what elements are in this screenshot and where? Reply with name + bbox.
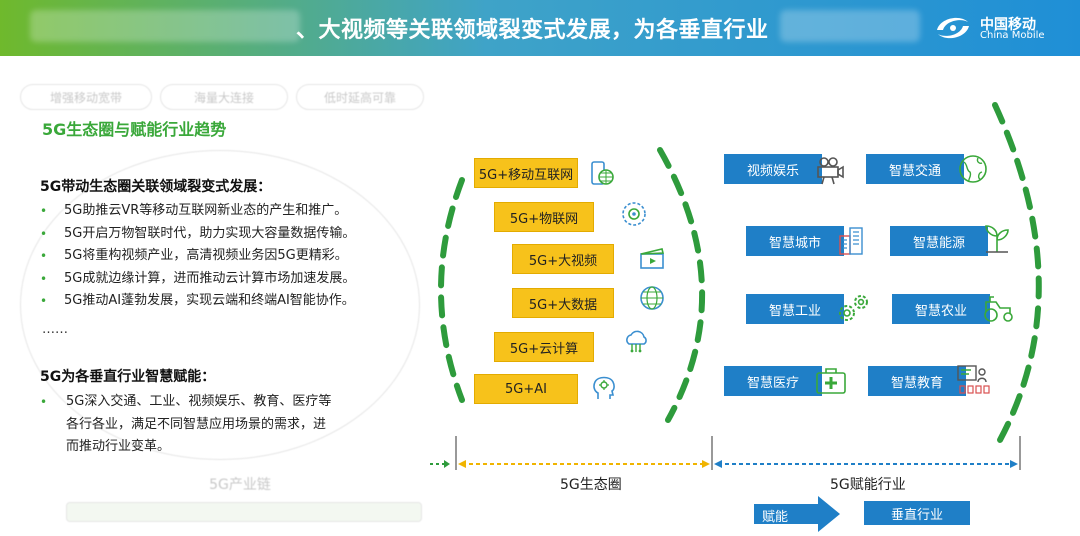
china-mobile-logo-icon: [937, 17, 969, 39]
ghost-tag: 增强移动宽带: [20, 84, 152, 110]
globe-transport-icon: [959, 155, 987, 183]
bullet-dot: •: [40, 395, 48, 409]
industry-smart-transport: 智慧交通: [866, 154, 964, 184]
ecosystem-heading: 5G带动生态圈关联领域裂变式发展：: [40, 179, 272, 195]
video-clapper-icon: [640, 248, 665, 269]
big-data-globe-icon: [640, 286, 664, 310]
ai-head-icon: [593, 376, 615, 399]
enable-label: 赋能: [762, 510, 789, 525]
eco-item-iot: 5G+物联网: [494, 202, 594, 232]
industry-span-right-arrow: [1010, 460, 1018, 468]
eco-item-big-data: 5G+大数据: [512, 288, 614, 318]
ecosystem-span-left-arrow: [458, 460, 466, 468]
ghost-chain-bar: [66, 502, 422, 522]
empowerment-paragraph: 5G深入交通、工业、视频娱乐、教育、医疗等各行各业，满足不同智慧应用场景的需求，…: [66, 394, 332, 454]
blurred-title-right: [780, 10, 920, 42]
industry-smart-city: 智慧城市: [746, 226, 844, 256]
gears-icon: [839, 295, 868, 321]
industry-smart-agriculture: 智慧农业: [892, 294, 990, 324]
camera-icon: [817, 157, 844, 185]
medical-kit-icon: [816, 368, 846, 394]
classroom-icon: [957, 365, 990, 394]
vertical-industry-box: 垂直行业: [864, 501, 970, 525]
industry-smart-energy: 智慧能源: [890, 226, 988, 256]
industry-outer-arc: [992, 102, 1042, 443]
header-banner: 、大视频等关联领域裂变式发展，为各垂直行业 中国移动 China Mobile: [0, 0, 1080, 56]
mobile-internet-icon: [591, 161, 614, 185]
ecosystem-bullets: •5G助推云VR等移动互联网新业态的产生和推广。 •5G开启万物智联时代，助力实…: [38, 200, 355, 313]
ecosystem-span-right-arrow: [702, 460, 710, 468]
industry-smart-education: 智慧教育: [868, 366, 966, 396]
page-title: 、大视频等关联领域裂变式发展，为各垂直行业: [296, 18, 769, 43]
industry-label: 5G赋能行业: [830, 477, 906, 493]
industry-video-entertainment: 视频娱乐: [724, 154, 822, 184]
ghost-tag: 低时延高可靠: [296, 84, 424, 110]
eco-item-ai: 5G+AI: [474, 374, 578, 404]
empowerment-heading: 5G为各垂直行业智慧赋能：: [40, 369, 216, 385]
lead-in-arrowhead: [444, 460, 450, 468]
section-title: 5G生态圈与赋能行业趋势: [42, 120, 227, 139]
blurred-title-left: [30, 10, 300, 42]
ecosystem-right-arc: [657, 147, 705, 423]
tractor-icon: [984, 296, 1013, 322]
logo-chinese: 中国移动: [980, 17, 1036, 33]
ecosystem-left-arc: [438, 177, 465, 403]
city-building-icon: [839, 227, 863, 255]
ghost-chain-label: 5G产业链: [209, 477, 271, 493]
eco-item-big-video: 5G+大视频: [512, 244, 614, 274]
enable-arrow-icon: [754, 496, 840, 532]
bullet-item: •5G开启万物智联时代，助力实现大容量数据传输。: [40, 225, 356, 241]
industry-span-left-arrow: [714, 460, 722, 468]
china-mobile-logo: 中国移动 China Mobile: [934, 12, 1074, 46]
eco-item-cloud-computing: 5G+云计算: [494, 332, 594, 362]
ghost-circle: [20, 150, 420, 460]
eco-item-mobile-internet: 5G+移动互联网: [474, 158, 578, 188]
bullet-item: •5G推动AI蓬勃发展，实现云端和终端AI智能协作。: [40, 293, 355, 308]
logo-english: China Mobile: [980, 30, 1045, 41]
bullet-item: •5G成就边缘计算，进而推动云计算市场加速发展。: [40, 270, 356, 286]
bullet-item: •5G将重构视频产业，高清视频业务因5G更精彩。: [40, 248, 348, 263]
industry-smart-healthcare: 智慧医疗: [724, 366, 822, 396]
ellipsis: ……: [42, 322, 68, 337]
bullet-item: •5G助推云VR等移动互联网新业态的产生和推广。: [40, 203, 348, 218]
cloud-computing-icon: [626, 330, 647, 353]
iot-icon: [622, 202, 646, 226]
ghost-tag: 海量大连接: [160, 84, 288, 110]
industry-smart-industry: 智慧工业: [746, 294, 844, 324]
energy-plant-icon: [985, 225, 1009, 253]
ecosystem-label: 5G生态圈: [560, 477, 622, 493]
